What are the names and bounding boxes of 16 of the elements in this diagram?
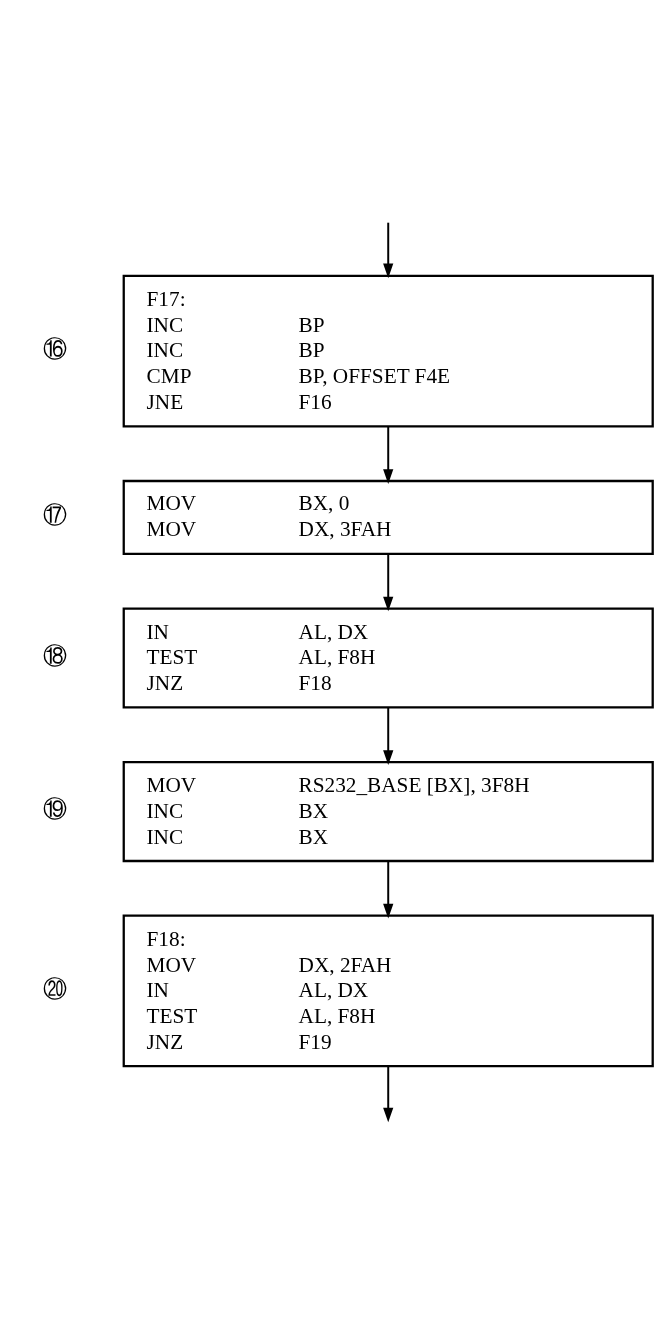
node-label: ⑰: [43, 500, 68, 528]
node-box: IN AL, DX TEST AL, F8H JNZ F18: [122, 607, 654, 709]
arrow: [383, 706, 394, 765]
arrow: [383, 552, 394, 611]
node-label: ⑯: [43, 334, 68, 362]
node-box: F18: MOV DX, 2FAH IN AL, DX TEST AL, F8H JNZ F19: [122, 914, 654, 1067]
arrow: [383, 1064, 394, 1122]
node-box: MOV BX, 0 MOV DX, 3FAH: [122, 479, 654, 555]
arrow: [383, 221, 394, 278]
arrow: [383, 425, 394, 484]
node-label: ⑲: [43, 794, 68, 822]
node-box: F17: INC BP INC BP CMP BP, OFFSET F4E JNE F16: [122, 274, 654, 427]
node-label: ⑱: [43, 641, 68, 669]
arrow: [383, 859, 394, 918]
node-label: ⑳: [43, 974, 68, 1002]
node-box: MOV RS232_BASE [BX], 3F8H INC BX INC BX: [122, 760, 654, 862]
